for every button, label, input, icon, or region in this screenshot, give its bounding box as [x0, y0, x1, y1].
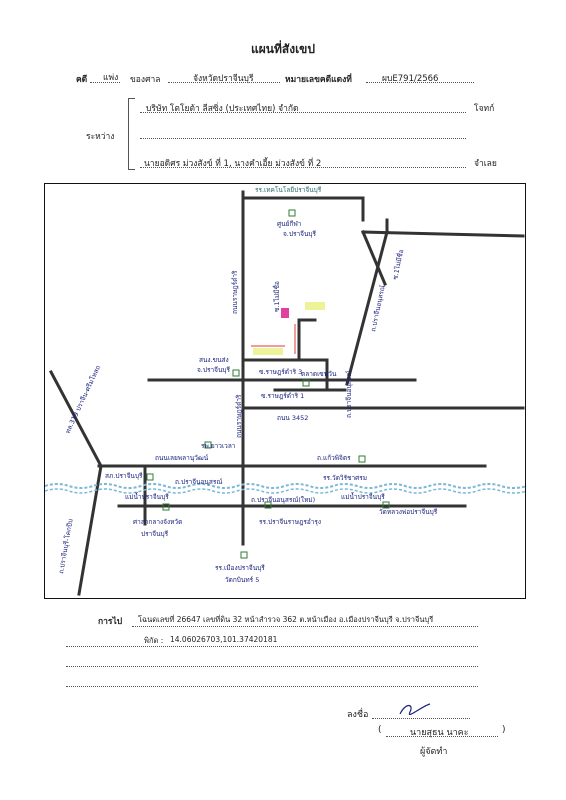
label-school-mid: รร.วัดวิรัชาศรม: [323, 474, 367, 482]
label-school-top: รร.เทคโนโลยีปราจีนบุรี: [255, 186, 322, 194]
label-soi-b: ซ.ราษฎร์ดำริ 1: [261, 392, 304, 400]
signature-mark: [399, 703, 431, 716]
case-no-label: หมายเลขคดีแดงที่: [285, 75, 352, 85]
label-police: สภ.ปราจีนบุรี: [105, 472, 143, 480]
defendant-role: จำเลย: [474, 159, 497, 169]
label-temple: วัดหลวงพ่อปราจีนบุรี: [379, 508, 438, 516]
label-school-low: รร.ปราจีนราษฎรอำรุง: [259, 518, 321, 526]
open-paren: (: [378, 725, 382, 735]
label-road-right-2: ถ.ปราจีนอนุสรณ์: [345, 371, 353, 418]
directions-line1: โฉนดเลขที่ 26647 เลขที่ดิน 32 หน้าสำรวจ …: [138, 615, 434, 624]
case-label: คดี: [76, 75, 88, 85]
signer-name: นายสุธน นาคะ: [410, 728, 469, 738]
label-road-vert-left: ถ.ปราจีนบุรี-โคกปีบ: [57, 518, 75, 574]
page-title: แผนที่สังเขป: [251, 42, 315, 56]
label-soi-vert: ซ.1ไม่มีชื่อ: [272, 281, 281, 312]
label-road-left: ถนนราษฎร์ดำริ: [231, 270, 239, 314]
label-soi-top: ซ.1ไม่มีชื่อ: [390, 248, 405, 280]
label-school-bottom: รร.เมืองปราจีนบุรี: [215, 564, 265, 572]
coord-label: พิกัด :: [144, 636, 164, 645]
label-office-sub: จ.ปราจีนบุรี: [197, 366, 231, 374]
coords: 14.06026703,101.37420181: [170, 635, 278, 644]
label-river-right: แม่น้ำปราจีนบุรี: [341, 492, 385, 501]
case-type: แพ่ง: [103, 73, 119, 83]
label-road-bottom: ถนน 3452: [277, 414, 308, 422]
defendant-name: นายอดิศร ม่วงสังข์ ที่ 1, นางคำเอี้ย ม่ว…: [144, 159, 322, 169]
sign-label: ลงชื่อ: [347, 710, 369, 720]
label-road-low2: ถ.ปราจีนอนุสรณ์(ใหม่): [251, 496, 315, 504]
court-name: จังหวัดปราจีนบุรี: [193, 74, 254, 84]
label-hospital: รพ.ยาวเวลา: [201, 442, 236, 450]
label-highway-left: ทล.319 ปราจีน-ศรีมโหสถ: [64, 364, 103, 435]
sketch-map: รร.เทคโนโลยีปราจีนบุรี ศูนย์กีฬา จ.ปราจี…: [44, 183, 527, 599]
label-market: ตลาดเซฟวัน: [301, 370, 337, 378]
label-river-left: แม่น้ำปราจีนบุรี: [125, 492, 169, 501]
label-center-sub: จ.ปราจีนบุรี: [283, 230, 317, 238]
label-soi-a: ซ.ราษฎร์ดำริ 3: [259, 368, 302, 376]
label-gov-hall: ศาลากลางจังหวัด: [133, 518, 182, 526]
between-label: ระหว่าง: [86, 132, 115, 142]
plaintiff-name: บริษัท โตโยต้า ลีสซิ่ง (ประเทศไทย) จำกัด: [146, 104, 299, 114]
close-paren: ): [502, 725, 506, 735]
label-road-low1: ถ.ปราจีนอนุสรณ์: [175, 478, 222, 486]
map-drawing: รร.เทคโนโลยีปราจีนบุรี ศูนย์กีฬา จ.ปราจี…: [45, 186, 527, 596]
directions-label: การไป: [98, 617, 123, 627]
case-no: ผบE791/2566: [382, 74, 439, 84]
court-label: ของศาล: [130, 75, 161, 85]
plaintiff-role: โจทก์: [474, 104, 495, 114]
label-gov-hall-sub: ปราจีนบุรี: [141, 530, 169, 538]
label-road-left-2: ถนนราษฎร์ดำริ: [235, 394, 243, 438]
label-road-mid1: ถนนเลยพลานุวัฒน์: [155, 454, 209, 462]
label-center: ศูนย์กีฬา: [277, 220, 302, 228]
signer-role: ผู้จัดทำ: [420, 747, 448, 757]
label-office: สนง.ขนส่ง: [199, 356, 229, 364]
label-school-bottom-sub: วัดกบินทร์ 5: [225, 576, 259, 584]
label-road-mid2: ถ.แก้วพิจิตร: [317, 454, 351, 462]
